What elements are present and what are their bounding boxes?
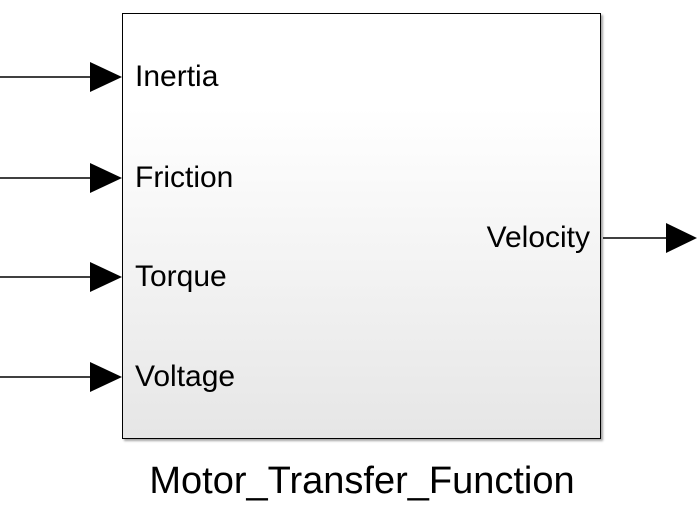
input-port-label-torque: Torque [135,260,227,293]
input-arrow-torque [90,262,122,292]
output-port-label-velocity: Velocity [486,221,590,254]
input-arrow-voltage [90,362,122,392]
input-arrow-inertia [90,62,122,92]
output-arrow-velocity [666,223,697,253]
block-name-label[interactable]: Motor_Transfer_Function [149,460,575,502]
input-port-label-friction: Friction [135,161,234,194]
input-port-label-voltage: Voltage [135,360,236,393]
subsystem-block[interactable] [122,13,601,439]
input-arrow-friction [90,163,122,193]
input-port-label-inertia: Inertia [135,60,219,93]
